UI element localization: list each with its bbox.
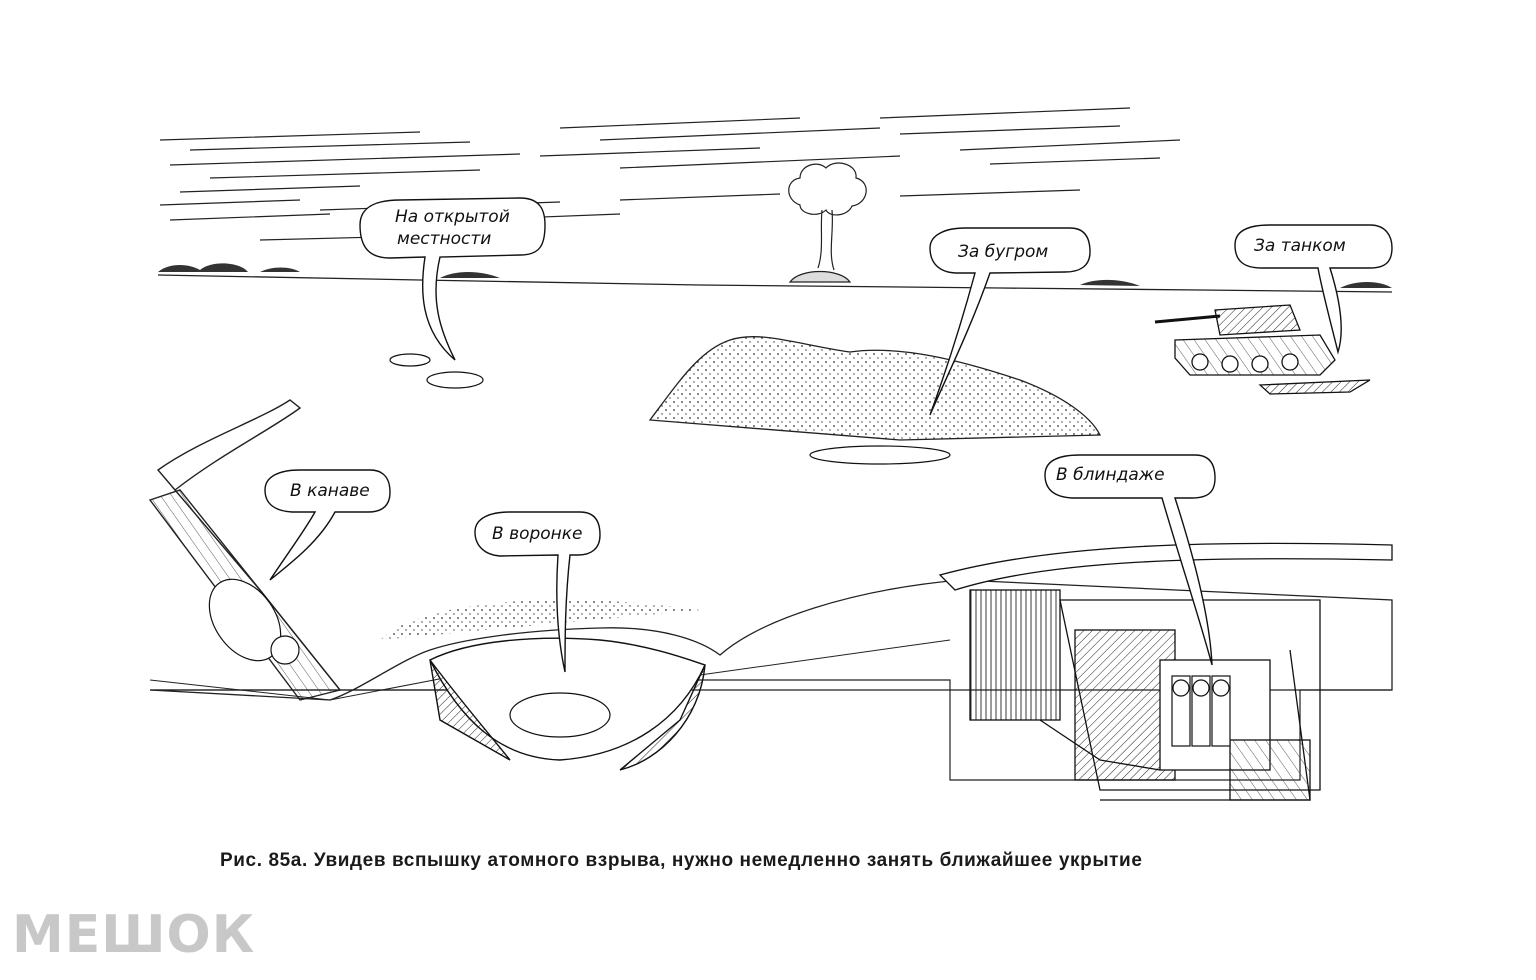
watermark-logo: МЕШОК: [12, 905, 256, 965]
figure-caption: Рис. 85а. Увидев вспышку атомного взрыва…: [220, 850, 1320, 872]
horizon-trees: [158, 263, 1392, 288]
sky-clouds: [159, 107, 1181, 241]
bubble-in-crater: В воронке: [474, 511, 601, 673]
label-open-area-line2: местности: [397, 229, 491, 249]
label-behind-hill: За бугром: [958, 242, 1048, 262]
bubble-behind-hill: За бугром: [929, 227, 1091, 416]
label-in-crater: В воронке: [492, 524, 583, 544]
hill: [648, 336, 1102, 441]
horizon-line: [157, 274, 1393, 293]
label-in-ditch: В канаве: [290, 481, 370, 501]
bubble-in-ditch: В канаве: [264, 469, 391, 581]
caption-prefix: Рис. 85а.: [220, 850, 308, 871]
tank: [1154, 304, 1371, 395]
atomic-explosion: [788, 162, 867, 283]
bubble-in-dugout: В блиндаже: [1044, 454, 1216, 666]
bubble-open-area: На открытой местности: [359, 197, 546, 361]
label-in-dugout: В блиндаже: [1056, 465, 1165, 485]
bubble-behind-tank: За танком: [1234, 224, 1393, 355]
crater: [380, 600, 706, 771]
soldiers: [208, 353, 1231, 747]
label-open-area-line1: На открытой: [395, 207, 510, 227]
label-behind-tank: За танком: [1254, 236, 1346, 256]
caption-text: Увидев вспышку атомного взрыва, нужно не…: [313, 850, 1143, 871]
